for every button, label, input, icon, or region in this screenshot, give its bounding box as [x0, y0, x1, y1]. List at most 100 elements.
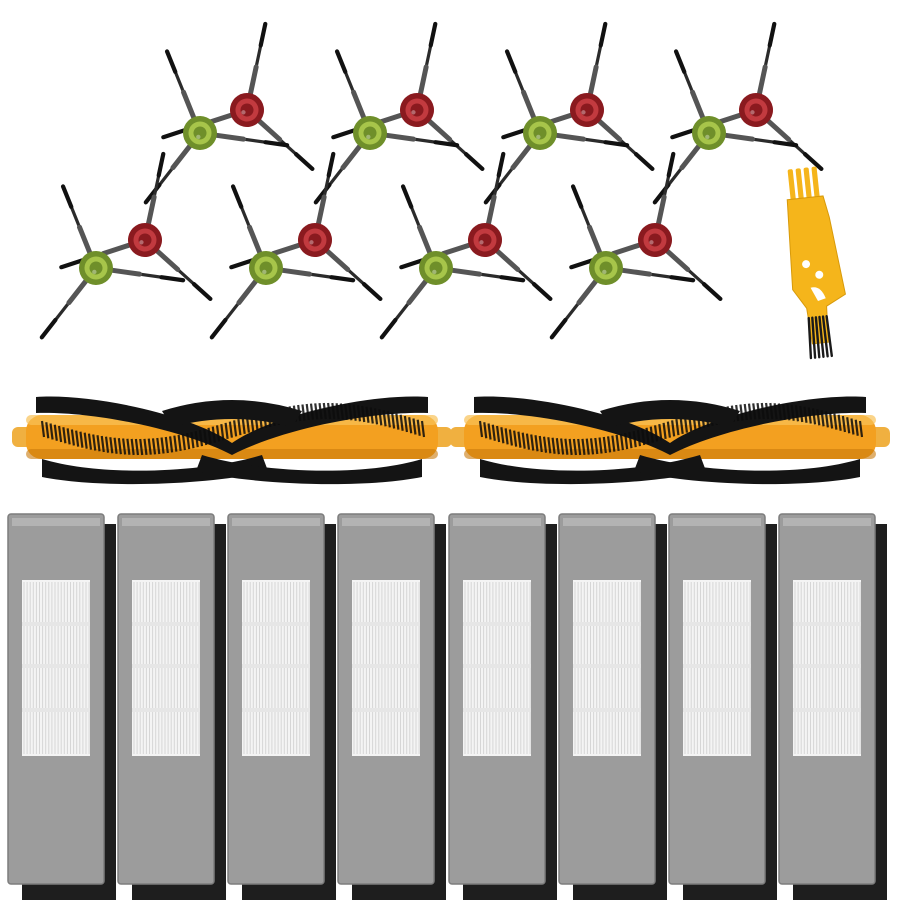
bristle-tuft: [841, 415, 847, 433]
arm-tip: [570, 184, 584, 209]
arm-root: [756, 64, 768, 99]
bristle-tuft: [186, 433, 191, 450]
arm-tip: [161, 128, 187, 140]
arm-tip: [673, 49, 687, 74]
bristle-tuft: [151, 438, 157, 455]
hub-highlight: [432, 269, 437, 275]
tool-cutter-notch: [810, 287, 826, 302]
bristle-tuft: [628, 432, 633, 449]
bristle-tuft: [547, 437, 552, 454]
bristle-tuft: [525, 433, 531, 450]
arm-root: [440, 241, 475, 257]
arm-tip: [496, 151, 506, 178]
arm-root: [270, 241, 305, 257]
bristle-tuft: [568, 438, 573, 456]
arm-tip: [633, 152, 655, 171]
side-brush-pair: [549, 151, 723, 340]
bristle-tuft: [636, 429, 642, 447]
bristle-tuft: [739, 404, 744, 421]
side-brush-pair: [39, 151, 213, 340]
rubber-blade: [634, 455, 860, 485]
bristle-tuft: [87, 433, 93, 450]
arm-root: [340, 141, 364, 171]
arm-tip: [499, 275, 526, 283]
bristle-tuft: [662, 422, 667, 440]
filter-frame-top: [563, 518, 651, 526]
side-brush-red: [59, 151, 213, 301]
bristle-tuft: [361, 405, 366, 423]
arm-root: [381, 132, 417, 142]
arm-root: [662, 246, 691, 272]
hub-highlight: [262, 269, 267, 275]
bristle-tuft: [675, 418, 680, 436]
bristle-tuft: [203, 428, 208, 446]
filter-pleats: [573, 582, 641, 754]
main-roller-group: [12, 396, 890, 485]
arm-tip: [463, 152, 485, 171]
bristle-tuft: [572, 438, 578, 456]
bristle-tuft: [181, 433, 186, 451]
arm-root: [406, 276, 430, 306]
arm-tip: [569, 258, 595, 270]
bristle-tuft: [641, 428, 646, 446]
arm-tip: [191, 282, 213, 301]
bristle-tuft: [96, 435, 101, 452]
arm-root: [720, 132, 756, 142]
bristle-tuft: [373, 408, 379, 425]
arm-tip: [669, 275, 696, 283]
side-brush-red: [161, 21, 315, 171]
bristle-tuft: [408, 417, 413, 434]
hub-center: [599, 261, 613, 275]
bristle-tuft: [803, 406, 808, 423]
bristle-tuft: [126, 438, 131, 455]
main-roller: [450, 396, 890, 485]
arm-root: [763, 116, 792, 142]
arm-root: [521, 89, 538, 123]
arm-tip: [230, 184, 244, 209]
arm-tip: [603, 140, 630, 148]
arm-tip: [598, 21, 608, 48]
filter: [778, 513, 887, 900]
bristle-tuft: [658, 424, 663, 441]
bristle-tuft: [134, 438, 140, 456]
bristle-tuft: [504, 428, 509, 445]
side-brush-pair: [143, 21, 315, 205]
hub-center: [240, 103, 254, 117]
hub-center: [648, 233, 662, 247]
bristle-tuft: [391, 412, 396, 429]
arm-root: [277, 267, 313, 277]
arm-tip: [326, 151, 336, 178]
side-brush-pair: [379, 151, 553, 340]
arm-root: [510, 141, 534, 171]
bristle-tuft: [645, 427, 650, 444]
bristle-tuft: [500, 427, 505, 444]
bristle-tuft: [611, 435, 616, 452]
arm-root: [66, 276, 90, 306]
bristle-tuft: [318, 403, 323, 420]
filter-frame-top: [12, 518, 100, 526]
bristle-tuft: [207, 427, 212, 444]
arm-root: [100, 241, 135, 257]
filter-pleats: [132, 582, 200, 754]
bristle-tuft: [790, 404, 795, 421]
hub-center: [259, 261, 273, 275]
bristle-tuft: [62, 427, 67, 444]
hub-center: [580, 103, 594, 117]
bristle-tuft: [538, 435, 543, 453]
arm-root: [170, 141, 194, 171]
bristle-tuft: [309, 403, 315, 420]
bristle-tuft: [589, 438, 595, 455]
arm-tip: [263, 140, 290, 148]
bristle-tuft: [782, 403, 787, 420]
arm-root: [77, 224, 94, 258]
bristle-tuft: [122, 438, 127, 455]
arm-root: [551, 132, 587, 142]
side-brush-red: [569, 151, 723, 301]
brush-arm: [334, 49, 372, 135]
arm-root: [485, 194, 497, 229]
hub-center: [478, 233, 492, 247]
filter: [448, 513, 557, 900]
bristle-tuft: [164, 436, 169, 454]
hub-highlight: [139, 240, 144, 245]
bristle-tuft: [632, 431, 637, 448]
